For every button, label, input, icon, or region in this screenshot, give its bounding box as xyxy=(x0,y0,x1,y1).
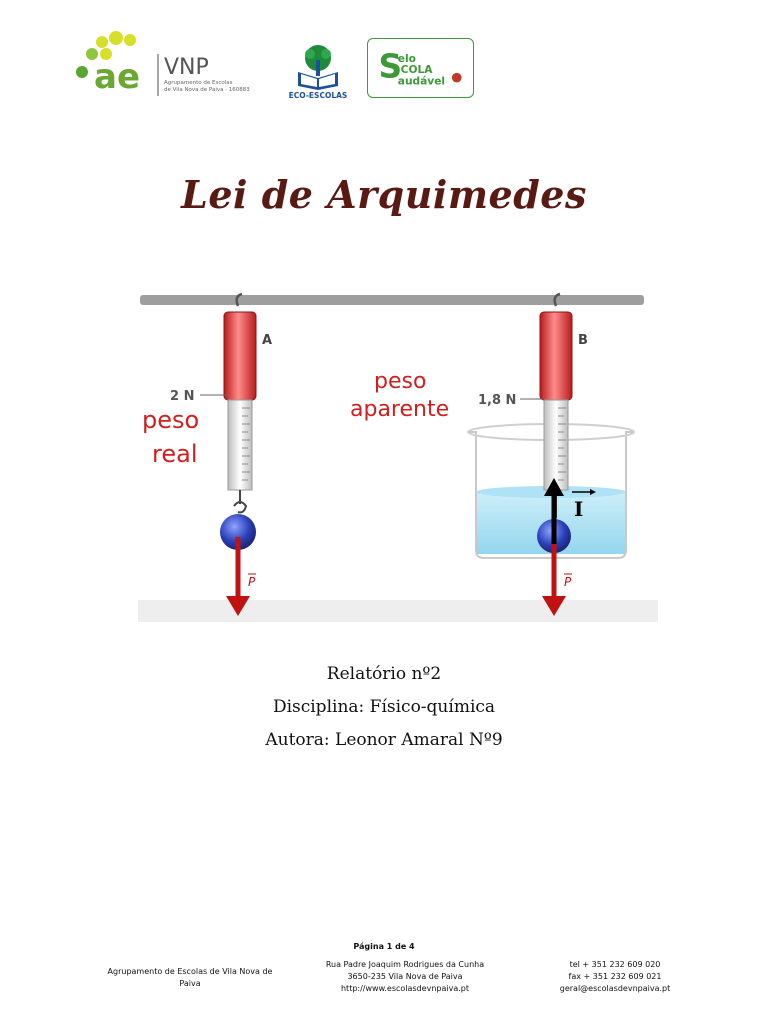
report-number: Relatório nº2 xyxy=(326,664,442,684)
svg-text:VNP: VNP xyxy=(164,55,209,80)
peso-real-line1: peso xyxy=(142,406,199,434)
peso-aparente-line1: peso xyxy=(374,369,426,394)
floor-surface xyxy=(138,600,658,622)
document-title: Lei de Arquimedes xyxy=(181,172,587,217)
label-a: A xyxy=(262,333,272,348)
discipline: Disciplina: Físico-química xyxy=(272,697,496,717)
svg-text:ae: ae xyxy=(94,57,140,97)
footer-school-name: Agrupamento de Escolas de Vila Nova de P… xyxy=(107,967,273,988)
footer-contacts: tel + 351 232 609 020 fax + 351 232 609 … xyxy=(540,959,690,995)
svg-text:Agrupamento de Escolas: Agrupamento de Escolas xyxy=(164,80,233,86)
svg-text:COLA: COLA xyxy=(401,63,434,76)
p-vector-label-b: P xyxy=(564,575,572,589)
svg-text:audável: audável xyxy=(398,74,445,87)
header-logos: ae VNP Agrupamento de Escolas de Vila No… xyxy=(0,0,768,130)
footer-address: Rua Padre Joaquim Rodrigues da Cunha 365… xyxy=(300,959,510,995)
page-number: Página 1 de 4 xyxy=(353,942,415,951)
p-vector-label-a: P xyxy=(248,575,256,589)
svg-text:S: S xyxy=(378,47,402,86)
dynamometer-a xyxy=(200,292,257,550)
peso-aparente-line2: aparente xyxy=(350,397,449,422)
author: Autora: Leonor Amaral Nº9 xyxy=(265,730,503,750)
weight-vector-a xyxy=(226,537,250,616)
svg-text:ECO-ESCOLAS: ECO-ESCOLAS xyxy=(289,91,348,100)
footer-email-link[interactable]: geral@escolasdevnpaiva.pt xyxy=(559,984,671,993)
dynamometer-b xyxy=(520,292,573,553)
page-footer: Página 1 de 4 Agrupamento de Escolas de … xyxy=(0,930,768,1010)
peso-real-line2: real xyxy=(152,440,197,468)
buoyancy-vector xyxy=(544,478,564,544)
weight-vector-b xyxy=(542,544,566,616)
archimedes-diagram: A 2 N peso real P B 1,8 N peso aparente xyxy=(138,292,658,622)
eco-escolas-logo: ECO-ESCOLAS xyxy=(289,45,348,100)
reading-a: 2 N xyxy=(170,389,194,404)
ae-vnp-logo: ae VNP Agrupamento de Escolas de Vila No… xyxy=(76,31,250,97)
selo-escola-saudavel-logo: S elo COLA audável xyxy=(367,38,474,98)
support-bar xyxy=(140,295,644,305)
svg-text:elo: elo xyxy=(398,52,416,65)
svg-text:de Vila Nova de Paiva · 160883: de Vila Nova de Paiva · 160883 xyxy=(164,87,250,93)
i-vector-label: I xyxy=(574,497,583,521)
label-b: B xyxy=(578,333,588,348)
footer-website-link[interactable]: http://www.escolasdevnpaiva.pt xyxy=(340,984,470,993)
reading-b: 1,8 N xyxy=(478,393,516,408)
